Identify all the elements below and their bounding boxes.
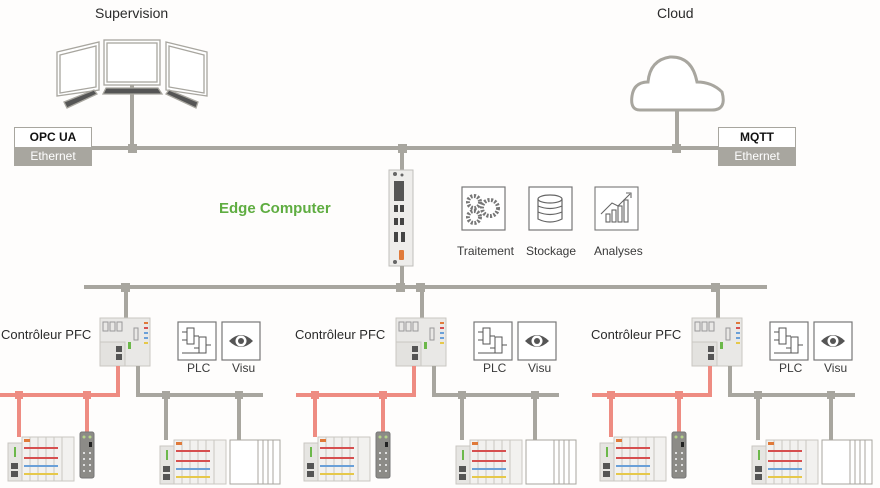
supervision-monitors-icon: [56, 39, 208, 109]
app-label-plc: PLC: [187, 361, 211, 375]
cloud-icon: [630, 55, 725, 112]
protocol-name: MQTT: [719, 128, 795, 147]
app-label-plc: PLC: [779, 361, 803, 375]
edge-computer-label: Edge Computer: [219, 200, 331, 217]
controller-label: Contrôleur PFC: [295, 327, 386, 342]
app-label-visu: Visu: [232, 361, 256, 375]
eye-icon: [813, 321, 853, 361]
gears-icon: [461, 186, 506, 231]
analytics-chart-icon: [594, 186, 639, 231]
backbone-middle: [84, 283, 767, 292]
service-label: Traitement: [457, 244, 514, 258]
cloud-title: Cloud: [657, 5, 694, 21]
plc-icon: [177, 321, 217, 361]
plc-icon: [769, 321, 809, 361]
service-label: Analyses: [594, 244, 643, 258]
supervision-title: Supervision: [95, 5, 169, 21]
plc-icon: [473, 321, 513, 361]
protocol-name: OPC UA: [15, 128, 91, 147]
controller-segment: [0, 289, 281, 485]
protocol-transport: Ethernet: [719, 147, 795, 165]
protocol-badge-mqtt: MQTT Ethernet: [718, 127, 796, 166]
controller-segment: [592, 289, 873, 485]
edge-computer-device: [388, 169, 414, 267]
service-label: Stockage: [526, 244, 577, 258]
controller-segment: [296, 289, 577, 485]
protocol-badge-opcua: OPC UA Ethernet: [14, 127, 92, 166]
eye-icon: [221, 321, 261, 361]
app-label-visu: Visu: [824, 361, 848, 375]
app-label-visu: Visu: [528, 361, 552, 375]
controller-label: Contrôleur PFC: [591, 327, 682, 342]
app-label-plc: PLC: [483, 361, 507, 375]
eye-icon: [517, 321, 557, 361]
protocol-transport: Ethernet: [15, 147, 91, 165]
controller-label: Contrôleur PFC: [1, 327, 92, 342]
database-icon: [528, 186, 573, 231]
backbone-top: [92, 80, 718, 170]
